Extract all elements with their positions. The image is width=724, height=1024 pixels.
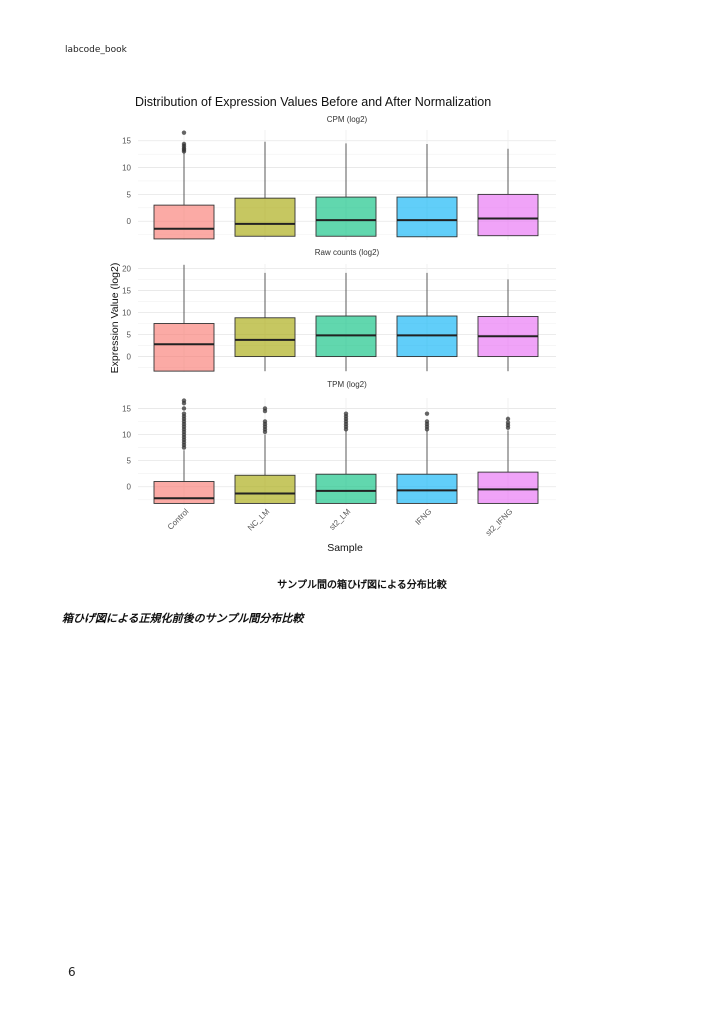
panel-1: CPM (log2) 0 5 10 15 — [122, 115, 556, 240]
x-axis-label: Sample — [327, 542, 363, 554]
section-title: 箱ひげ図による正規化前後のサンプル間分布比較 — [62, 612, 304, 625]
y-tick-label: 5 — [127, 331, 132, 340]
box-st2_LM — [315, 143, 377, 237]
box-body — [234, 317, 296, 358]
box-body — [477, 471, 539, 504]
outlier-point — [262, 419, 268, 424]
panel-title: TPM (log2) — [327, 380, 367, 389]
outlier-point — [181, 141, 187, 147]
outlier-point — [262, 406, 268, 411]
box-st2_IFNG — [477, 279, 539, 372]
panel-3: TPM (log2) 0 5 10 15 — [122, 380, 556, 505]
box-NC_LM — [234, 406, 296, 504]
box-body — [315, 473, 377, 504]
box-IFNG — [396, 143, 458, 238]
box-body — [477, 193, 539, 237]
page-number: 6 — [68, 965, 76, 979]
box-Control — [153, 130, 215, 240]
y-tick-label: 5 — [127, 190, 132, 199]
box-st2_LM — [315, 272, 377, 372]
x-tick-labels: Control NC_LM st2_LM IFNG st2_IFNG — [166, 507, 515, 538]
box-body — [396, 196, 458, 238]
box-st2_LM — [315, 411, 377, 504]
box-st2_IFNG — [477, 148, 539, 237]
outlier-point — [343, 411, 349, 416]
x-tick-label: st2_IFNG — [484, 507, 515, 538]
box-body — [396, 473, 458, 504]
running-header: labcode_book — [65, 45, 127, 55]
x-tick-label: Control — [166, 507, 191, 532]
box-st2_IFNG — [477, 416, 539, 504]
y-tick-label: 15 — [122, 137, 131, 146]
box-NC_LM — [234, 141, 296, 237]
box-Control — [153, 398, 215, 504]
outlier-point — [181, 398, 187, 403]
box-body — [234, 197, 296, 237]
y-tick-label: 20 — [122, 264, 131, 273]
y-axis-label: Expression Value (log2) — [109, 263, 121, 374]
outlier-point — [424, 419, 430, 424]
box-body — [153, 481, 215, 504]
x-tick-label: st2_LM — [327, 507, 352, 532]
y-tick-label: 0 — [127, 217, 132, 226]
y-tick-label: 0 — [127, 483, 132, 492]
box-Control — [153, 264, 215, 372]
y-tick-label: 10 — [122, 431, 131, 440]
figure-caption: サンプル間の箱ひげ図による分布比較 — [277, 580, 447, 591]
y-tick-label: 15 — [122, 286, 131, 295]
outlier-point — [424, 411, 430, 416]
outlier-point — [181, 130, 187, 135]
chart-title: Distribution of Expression Values Before… — [135, 95, 491, 109]
y-tick-label: 10 — [122, 164, 131, 173]
outlier-point — [181, 411, 187, 416]
y-tick-label: 0 — [127, 353, 132, 362]
x-tick-label: IFNG — [414, 507, 434, 527]
box-body — [153, 204, 215, 240]
outlier-point — [505, 420, 511, 425]
outlier-point — [505, 416, 511, 422]
y-tick-label: 15 — [122, 404, 131, 413]
panel-title: Raw counts (log2) — [315, 248, 380, 257]
box-body — [153, 323, 215, 372]
x-tick-label: NC_LM — [246, 507, 272, 533]
y-tick-label: 10 — [122, 308, 131, 317]
box-IFNG — [396, 411, 458, 504]
panel-2: Raw counts (log2) 0 5 10 15 20 — [122, 248, 556, 372]
y-tick-label: 5 — [127, 457, 132, 466]
outlier-point — [181, 406, 187, 411]
box-NC_LM — [234, 272, 296, 372]
box-body — [315, 196, 377, 237]
panel-title: CPM (log2) — [327, 115, 368, 124]
box-body — [234, 474, 296, 504]
box-IFNG — [396, 272, 458, 372]
